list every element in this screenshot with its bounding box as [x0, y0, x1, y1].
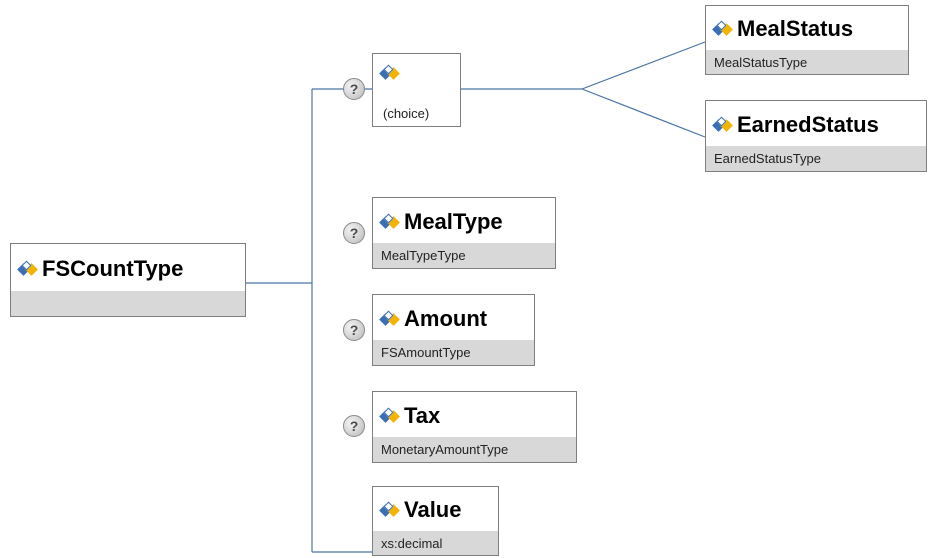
element-gem-icon: [379, 213, 400, 229]
element-name: Tax: [404, 402, 441, 428]
element-type: MealStatusType: [706, 50, 908, 74]
choice-node[interactable]: (choice): [372, 53, 461, 127]
element-node-mealstatus[interactable]: MealStatus MealStatusType: [705, 5, 909, 75]
element-name: Value: [404, 497, 462, 522]
question-mark-icon: ?: [343, 415, 365, 437]
root-node[interactable]: FSCountType: [10, 243, 246, 317]
branch-earnedstatus: [581, 88, 706, 138]
element-name: EarnedStatus: [737, 111, 879, 137]
element-type: MealTypeType: [373, 243, 555, 268]
element-node-earnedstatus[interactable]: EarnedStatus EarnedStatusType: [705, 100, 927, 172]
question-mark-icon: ?: [343, 319, 365, 341]
question-mark-icon: ?: [343, 78, 365, 100]
element-type: xs:decimal: [373, 531, 498, 555]
element-name: MealStatus: [737, 15, 854, 41]
choice-label: (choice): [383, 106, 430, 121]
element-node-amount[interactable]: Amount FSAmountType: [372, 294, 535, 366]
element-gem-icon: [379, 501, 400, 517]
branch-mealstatus: [581, 41, 706, 90]
root-name: FSCountType: [42, 256, 184, 281]
element-type: EarnedStatusType: [706, 146, 926, 171]
element-gem-icon: [712, 116, 733, 132]
element-gem-icon: [379, 64, 400, 80]
element-node-value[interactable]: Value xs:decimal: [372, 486, 499, 556]
element-node-mealtype[interactable]: MealType MealTypeType: [372, 197, 556, 269]
element-type: FSAmountType: [373, 340, 534, 365]
question-mark-icon: ?: [343, 222, 365, 244]
element-name: Amount: [404, 305, 488, 331]
element-type: MonetaryAmountType: [373, 437, 576, 462]
element-gem-icon: [712, 20, 733, 36]
element-gem-icon: [17, 260, 38, 276]
element-gem-icon: [379, 310, 400, 326]
element-gem-icon: [379, 407, 400, 423]
root-type: [11, 291, 245, 316]
element-node-tax[interactable]: Tax MonetaryAmountType: [372, 391, 577, 463]
element-name: MealType: [404, 208, 503, 234]
